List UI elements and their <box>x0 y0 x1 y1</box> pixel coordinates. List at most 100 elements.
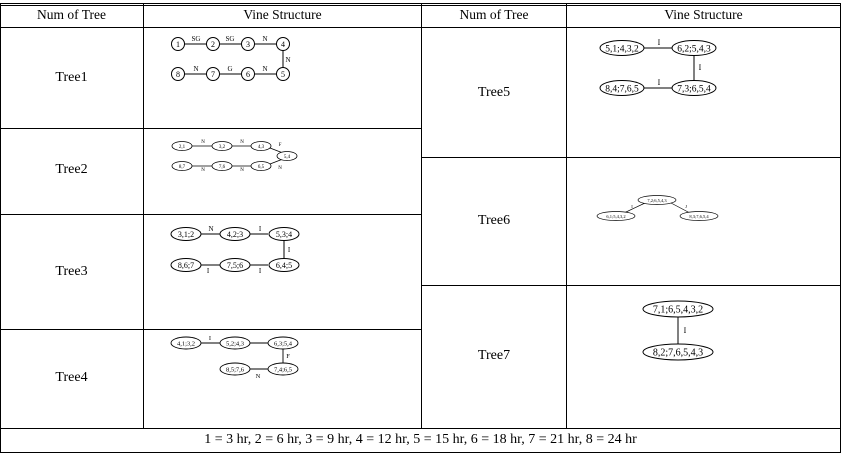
tree6-node-label: 7,2;6,5,4,3 <box>647 198 667 204</box>
tree6-node-label: 6,1;5,4,3,2 <box>606 214 625 220</box>
col-divider-1 <box>143 3 144 429</box>
tree3-node <box>219 258 251 272</box>
tree4-node <box>267 336 299 350</box>
header-num-of-tree-left: Num of Tree <box>36 7 106 22</box>
tree4-edge-label: I <box>209 335 211 342</box>
tree7-node <box>642 343 714 361</box>
tree3-node-label: 7,5;6 <box>227 261 243 270</box>
tree1-node-label: 1 <box>176 40 180 49</box>
tree4-node-label: 5,2;4,3 <box>226 341 244 348</box>
tree7-edge-label: I <box>684 326 687 335</box>
tree1-node-label: 4 <box>281 40 285 49</box>
tree7-node-label: 8,2;7,6,5,4,3 <box>653 348 703 359</box>
tree3-node-label: 5,3;4 <box>276 230 292 239</box>
tree5-node-label: 8,4;7,6,5 <box>605 85 639 95</box>
tree1-node <box>206 37 220 51</box>
tree5-node <box>671 40 717 56</box>
tree3-node <box>268 227 300 241</box>
tree2-node-label: 7,6 <box>219 165 226 170</box>
tree4-node-label: 4,1;3,2 <box>177 341 195 348</box>
tree5-node-label: 5,1;4,3,2 <box>605 45 639 55</box>
left-row-divider-3 <box>0 329 421 330</box>
tree4-node-label: 7,4;6,5 <box>274 367 292 374</box>
tree1-node <box>171 67 185 81</box>
tree1-node <box>171 37 185 51</box>
col-divider-mid <box>421 3 422 429</box>
tree5-node <box>671 80 717 96</box>
tree2-edge-label: N <box>201 140 205 145</box>
tree3-edge-label: I <box>259 267 262 275</box>
tree2-node <box>171 141 193 151</box>
tree1-node <box>241 67 255 81</box>
tree6-diagram: 7,2;6,5,4,3 6,1;5,4,3,2 8,3;7,6,5,4 I J <box>596 195 719 221</box>
tree2-edge-label: N <box>240 140 244 145</box>
tree-name-5: Tree5 <box>477 85 511 100</box>
tree4-diagram: 4,1;3,2 5,2;4,3 6,3;5,4 7,4;6,5 8,5;7,6 … <box>170 335 299 380</box>
tree2-node-label: 4,3 <box>258 145 265 150</box>
tree1-edge-label: N <box>262 65 267 73</box>
tree2-node-label: 6,5 <box>258 165 265 170</box>
header-vine-structure-left: Vine Structure <box>243 7 322 22</box>
tree2-node <box>250 141 272 151</box>
tree1-node-label: 5 <box>281 70 285 79</box>
header-vine-structure-right: Vine Structure <box>664 7 743 22</box>
body-bottom-border <box>0 428 841 429</box>
tree3-node <box>268 258 300 272</box>
tree-name-6: Tree6 <box>477 213 511 228</box>
tree1-node <box>276 67 290 81</box>
tree3-edge-label: I <box>207 267 210 275</box>
tree2-node-label: 3,2 <box>219 145 226 150</box>
tree-name-1: Tree1 <box>55 70 88 85</box>
tree3-diagram: 3,1;2 4,2;3 5,3;4 6,4;5 7,5;6 8,6;7 N I … <box>170 225 300 275</box>
tree5-node <box>599 80 645 96</box>
tree6-node <box>596 211 636 221</box>
right-row-divider-2 <box>421 285 841 286</box>
tree2-node <box>211 141 233 151</box>
tree5-edge-label: I <box>658 78 661 87</box>
tree3-node <box>170 227 202 241</box>
tree1-node-label: 6 <box>246 70 250 79</box>
tree3-node-label: 6,4;5 <box>276 261 292 270</box>
tree3-edge-label: I <box>288 246 291 254</box>
tree3-node-label: 8,6;7 <box>178 261 194 270</box>
tree7-node <box>642 300 714 318</box>
table-top-border-double <box>0 5 841 6</box>
tree2-node-label: 8,7 <box>179 165 186 170</box>
tree6-edge-label: J <box>685 204 687 209</box>
tree2-node <box>276 151 298 161</box>
tree-name-2: Tree2 <box>55 162 88 177</box>
table-top-border <box>0 3 841 4</box>
tree5-node <box>599 40 645 56</box>
left-row-divider-2 <box>0 214 421 215</box>
tree1-node <box>241 37 255 51</box>
tree6-node <box>679 211 719 221</box>
tree-name-4: Tree4 <box>55 370 88 385</box>
tree-name-3: Tree3 <box>55 264 88 279</box>
tree4-node <box>267 362 299 376</box>
tree1-edge-label: N <box>193 65 198 73</box>
tree7-node-label: 7,1;6,5,4,3,2 <box>653 305 703 316</box>
col-divider-3 <box>566 3 567 429</box>
tree3-edge-label: I <box>259 225 262 233</box>
tree3-node-label: 3,1;2 <box>178 230 194 239</box>
tree1-node <box>206 67 220 81</box>
tree2-edge-label: N <box>240 168 244 173</box>
left-row-divider-1 <box>0 128 421 129</box>
tree2-node <box>250 161 272 171</box>
tree4-node <box>170 336 202 350</box>
tree4-edge-label: N <box>256 373 261 380</box>
header-divider <box>0 27 841 28</box>
tree2-edge-label: N <box>201 168 205 173</box>
tree5-edge-label: I <box>699 63 702 72</box>
tree4-node <box>219 362 251 376</box>
tree5-node-label: 6,2;5,4,3 <box>677 45 711 55</box>
tree-name-7: Tree7 <box>477 348 511 363</box>
tree6-node <box>637 195 677 205</box>
tree1-edge-label: N <box>262 35 267 43</box>
tree5-diagram: 5,1;4,3,2 6,2;5,4,3 7,3;6,5,4 8,4;7,6,5 … <box>599 38 717 96</box>
tree4-edge-label: F <box>286 353 290 360</box>
tree5-edge-label: I <box>658 38 661 47</box>
tree1-edge-label: SG <box>226 35 235 43</box>
